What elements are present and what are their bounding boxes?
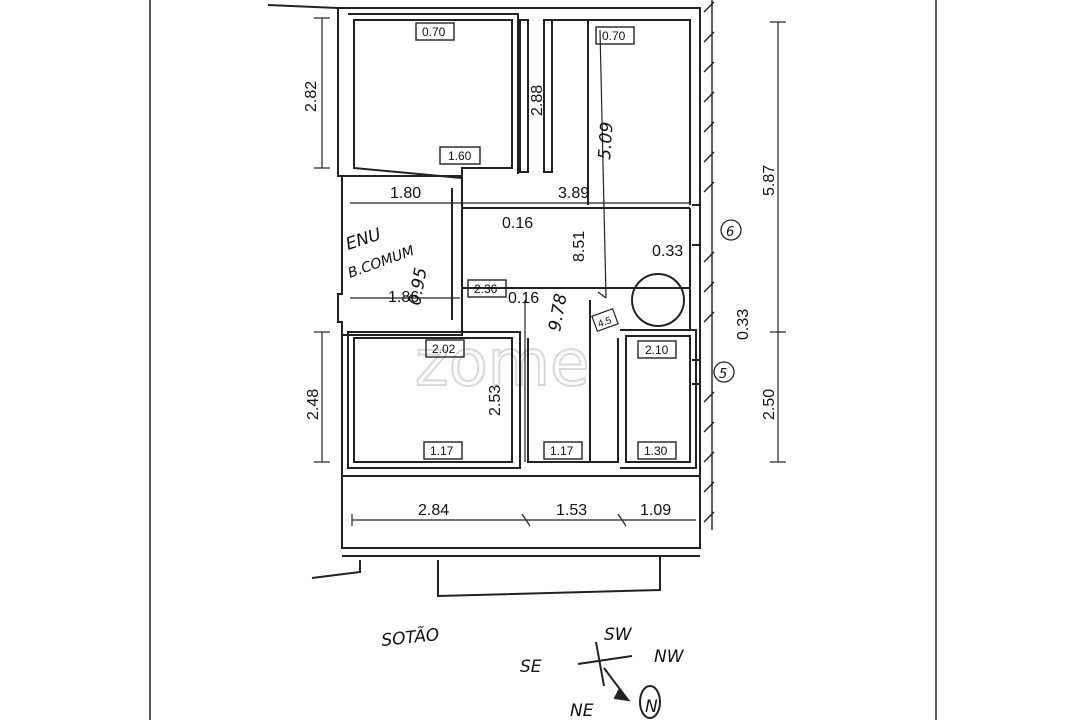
compass-ne: NE	[570, 701, 594, 720]
label-top-right: 0.70	[602, 29, 626, 43]
compass-se: SE	[520, 657, 542, 677]
dimension-lines	[314, 17, 786, 527]
dim-gap-016-a: 0.16	[502, 215, 533, 232]
compass-nw: NW	[654, 647, 685, 667]
label-wc: 2.10	[645, 343, 669, 357]
dim-right-033: 0.33	[735, 309, 752, 340]
stair-tag-box	[591, 307, 619, 333]
dim-hand-095: 0.95	[405, 266, 431, 307]
dim-bottom-284: 2.84	[418, 502, 449, 519]
compass-sw: SW	[604, 625, 633, 645]
dim-height-851: 8.51	[571, 231, 588, 262]
marker-5-circle	[713, 361, 735, 383]
annotation-sotao: SOTÃO	[380, 623, 440, 651]
dim-right-total: 5.87	[761, 165, 778, 196]
label-bottom-left: 1.17	[430, 444, 454, 458]
hatched-wall	[703, 0, 715, 530]
dim-top-mid-height: 2.88	[529, 85, 546, 116]
marker-6: 6	[726, 225, 734, 240]
marker-5: 5	[719, 367, 727, 382]
dim-right-250: 2.50	[761, 389, 778, 420]
label-bottom-mid: 1.17	[550, 444, 574, 458]
building-walls	[267, 4, 701, 598]
dim-left-bottom-height: 2.48	[305, 389, 322, 420]
dim-bottom-109: 1.09	[640, 502, 671, 519]
compass-north: N	[645, 697, 658, 717]
room-label-boxes	[415, 22, 677, 460]
label-top-left: 0.70	[422, 25, 446, 39]
dim-width-389: 3.89	[558, 185, 589, 202]
dim-width-180: 1.80	[390, 185, 421, 202]
annotation-enu: ENU	[343, 224, 384, 254]
dim-bottom-153: 1.53	[556, 502, 587, 519]
dim-left-top-height: 2.82	[303, 81, 320, 112]
label-bottom-right: 1.30	[644, 444, 668, 458]
dim-diag-509: 5.09	[595, 121, 618, 160]
dim-gap-033-a: 0.33	[652, 243, 683, 260]
compass-rose	[577, 641, 661, 719]
marker-6-circle	[720, 219, 742, 241]
label-hall: 2.36	[474, 282, 498, 296]
dim-mid-height-253: 2.53	[487, 385, 504, 416]
stair-tag: 4.5	[596, 315, 613, 330]
label-left-room: 2.02	[432, 342, 456, 356]
label-upper-left-window: 1.60	[448, 149, 472, 163]
dim-gap-016-b: 0.16	[508, 290, 539, 307]
dim-width-186: 1.86	[388, 289, 419, 306]
